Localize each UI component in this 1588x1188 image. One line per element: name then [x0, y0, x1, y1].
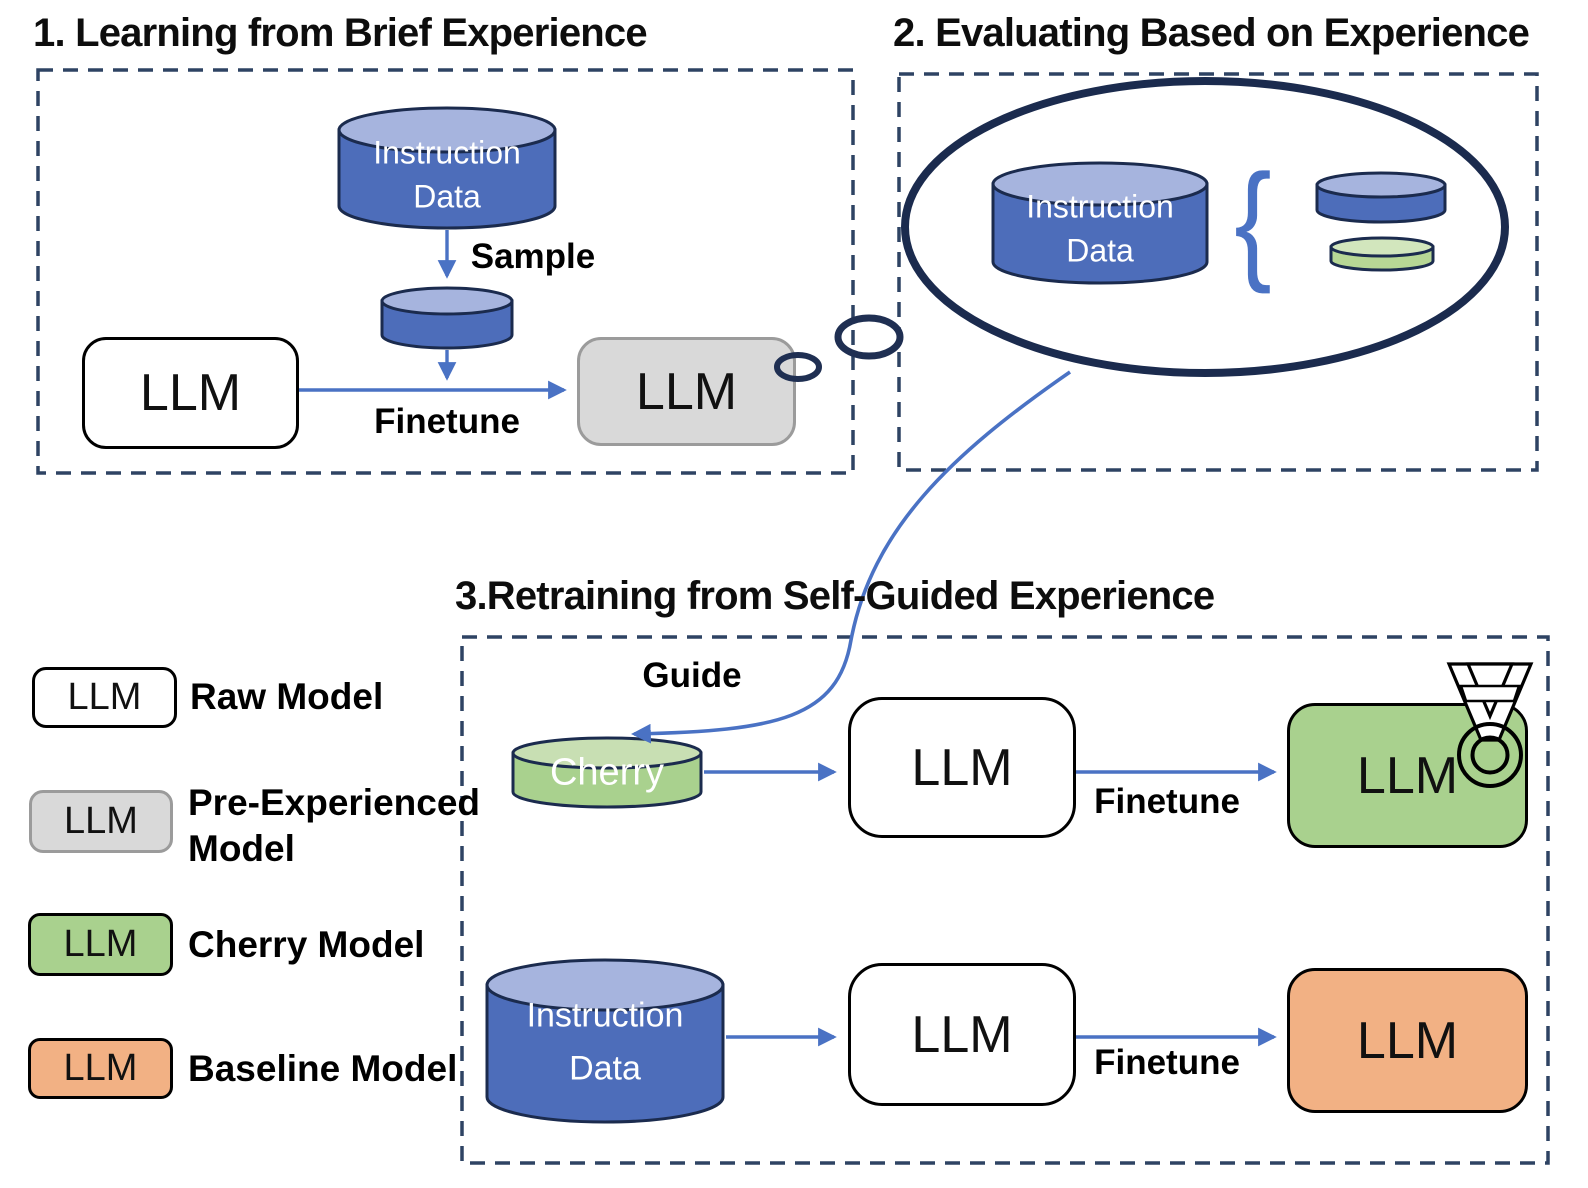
legend-swatch-raw-text: LLM	[67, 676, 142, 718]
split-green-cylinder	[1329, 236, 1435, 272]
legend-swatch-pre-experienced-text: LLM	[64, 800, 138, 842]
instruction-cylinder-1-line1: Instruction	[373, 134, 521, 171]
legend-label-cherry: Cherry Model	[188, 924, 425, 965]
cherry-model-box-label: LLM	[1356, 746, 1459, 805]
legend-label-pre-experienced: Pre-Experienced Model	[188, 782, 481, 870]
baseline-model-box-label: LLM	[1356, 1011, 1459, 1070]
sampled-data-cylinder	[380, 286, 514, 350]
raw-llm-box-3: LLM	[848, 963, 1076, 1106]
pre-experienced-llm-label: LLM	[635, 362, 738, 421]
legend-swatch-baseline: LLM	[28, 1038, 173, 1099]
instruction-cylinder-2-line1: Instruction	[1026, 188, 1174, 225]
legend-label-baseline: Baseline Model	[188, 1048, 458, 1089]
finetune-label-3: Finetune	[1094, 1043, 1240, 1082]
sample-label: Sample	[470, 237, 596, 276]
legend-swatch-raw: LLM	[32, 667, 177, 728]
raw-llm-box-2-label: LLM	[911, 738, 1013, 797]
cherry-model-box: LLM	[1287, 703, 1528, 848]
baseline-model-box: LLM	[1287, 968, 1528, 1113]
instruction-cylinder-1-line2: Data	[413, 178, 481, 215]
instruction-cylinder-2-line2: Data	[1066, 232, 1134, 269]
section2-dashed-box	[897, 72, 1539, 472]
legend-swatch-baseline-text: LLM	[63, 1047, 138, 1089]
section1-title: 1. Learning from Brief Experience	[33, 11, 648, 55]
instruction-cylinder-3-line2: Data	[569, 1049, 641, 1088]
raw-llm-box-3-label: LLM	[911, 1005, 1013, 1064]
pre-experienced-llm-box: LLM	[577, 337, 796, 446]
raw-llm-box-1: LLM	[82, 337, 299, 449]
instruction-cylinder-3-line1: Instruction	[526, 996, 684, 1035]
finetune-label-1: Finetune	[374, 402, 520, 441]
instruction-data-cylinder-3	[485, 958, 725, 1124]
thought-bubble-icon-large	[834, 314, 904, 360]
section3-title: 3.Retraining from Self-Guided Experience	[455, 574, 1215, 618]
raw-llm-box-1-label: LLM	[139, 364, 242, 422]
guide-label: Guide	[642, 656, 742, 695]
finetune-label-2: Finetune	[1094, 782, 1240, 821]
legend-swatch-pre-experienced: LLM	[29, 790, 173, 853]
split-blue-cylinder	[1315, 171, 1447, 224]
section2-title: 2. Evaluating Based on Experience	[893, 11, 1530, 55]
thought-bubble-ellipse	[901, 77, 1509, 377]
legend-swatch-cherry: LLM	[28, 913, 173, 976]
cherry-cylinder-label: Cherry	[549, 751, 665, 794]
raw-llm-box-2: LLM	[848, 697, 1076, 838]
legend-label-raw: Raw Model	[190, 676, 384, 717]
legend-swatch-cherry-text: LLM	[63, 923, 138, 965]
curly-brace-icon: {	[1234, 147, 1272, 294]
